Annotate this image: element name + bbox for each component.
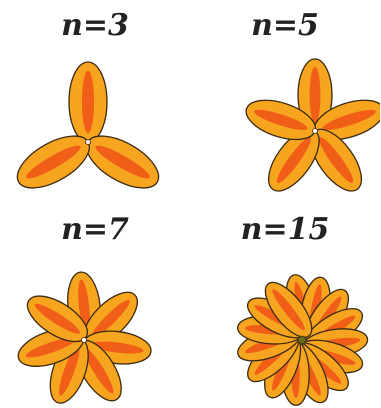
petal-streak bbox=[310, 67, 321, 123]
flower-cell-n5: n=5 bbox=[190, 0, 380, 204]
flower-center bbox=[82, 338, 87, 343]
flower-cell-n15: n=15 bbox=[190, 204, 380, 408]
flower-center bbox=[313, 129, 318, 134]
flower-n7-graphic bbox=[0, 204, 190, 408]
flower-n3-graphic bbox=[0, 0, 190, 204]
flower-cell-n7: n=7 bbox=[0, 204, 190, 408]
flower-cell-n3: n=3 bbox=[0, 0, 190, 204]
flower-center bbox=[298, 336, 306, 344]
petal bbox=[69, 62, 107, 142]
flower-n15-graphic bbox=[190, 204, 380, 408]
flower-center bbox=[86, 140, 91, 145]
flower-n5-graphic bbox=[190, 0, 380, 204]
petal-streak bbox=[82, 71, 94, 133]
